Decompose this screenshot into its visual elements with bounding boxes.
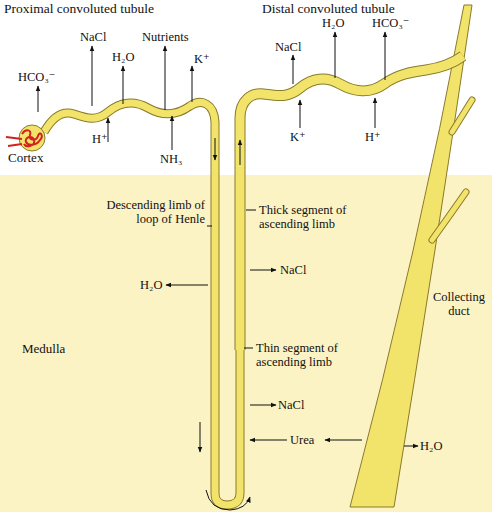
- text-label: K⁺: [194, 52, 210, 66]
- text-label: H₂O: [322, 16, 344, 30]
- zone-label: Medulla: [22, 341, 65, 357]
- text-label: NaCl: [280, 263, 306, 277]
- zone-label: Cortex: [8, 150, 43, 166]
- text-label: Collecting duct: [428, 290, 490, 318]
- text-label: H⁺: [92, 132, 108, 146]
- glomerulus: [6, 130, 42, 146]
- duct-branch: [432, 192, 466, 240]
- text-label: K⁺: [290, 130, 306, 144]
- text-label: Distal convoluted tubule: [262, 2, 395, 16]
- text-label: H₂O: [112, 50, 134, 64]
- text-label: Nutrients: [142, 30, 189, 44]
- tubule-outline: [240, 56, 463, 350]
- duct-branch: [432, 192, 466, 240]
- collecting-duct: [350, 5, 472, 507]
- text-label: HCO₃⁻: [372, 16, 409, 30]
- text-label: NaCl: [80, 30, 106, 44]
- duct-branch: [452, 100, 472, 132]
- zone-band: Cortex: [0, 0, 492, 175]
- leader-lines: [207, 210, 256, 348]
- text-label: H₂O: [420, 439, 442, 453]
- text-label: Proximal convoluted tubule: [4, 2, 154, 16]
- tubule-outline: [44, 103, 240, 505]
- text-label: Urea: [290, 433, 314, 447]
- text-label: Descending limb of loop of Henle: [95, 198, 205, 226]
- text-label: NaCl: [278, 398, 304, 412]
- text-label: NH₃: [160, 152, 182, 166]
- tubule: [44, 103, 240, 505]
- exchange-arrows: [38, 32, 418, 510]
- text-label: Thick segment of ascending limb: [259, 203, 369, 231]
- text-label: Thin segment of ascending limb: [256, 341, 366, 369]
- text-label: H₂O: [140, 278, 162, 292]
- tubule: [240, 56, 463, 350]
- duct-branch: [452, 100, 472, 132]
- text-label: H⁺: [365, 130, 381, 144]
- text-label: HCO₃⁻: [18, 70, 55, 84]
- text-label: NaCl: [275, 40, 301, 54]
